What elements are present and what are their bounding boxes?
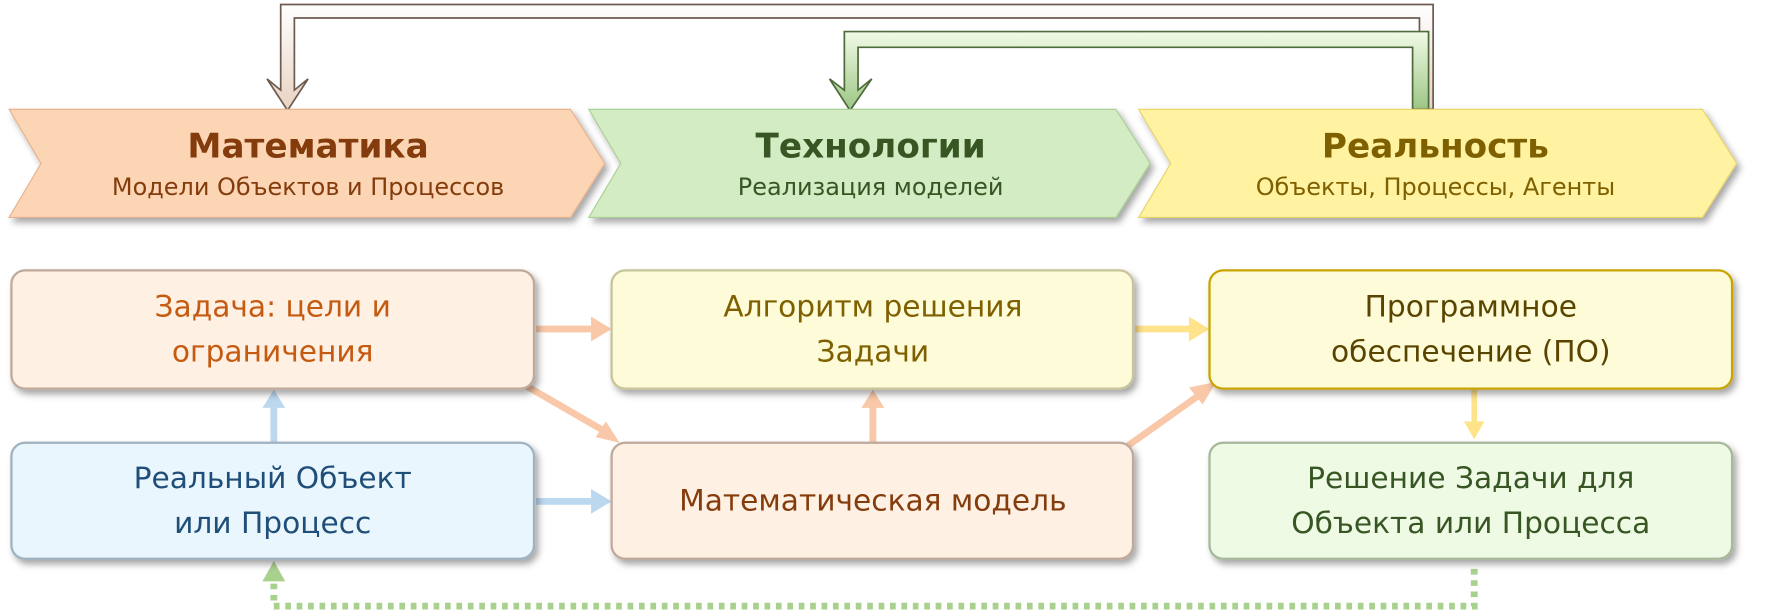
stage-math-title: Математика — [187, 127, 428, 167]
algorithm-line1: Алгоритм решения — [723, 290, 1022, 324]
math-model-text: Математическая модель — [679, 484, 1067, 518]
connectors — [262, 316, 1485, 610]
stage-reality-title: Реальность — [1322, 127, 1549, 167]
software-line2: обеспечение (ПО) — [1331, 335, 1611, 369]
task-line2: ограничения — [172, 335, 374, 369]
software-line1: Программное — [1365, 290, 1577, 324]
task-box — [10, 269, 536, 390]
real-object-line2: или Процесс — [174, 506, 371, 540]
solution-line1: Решение Задачи для — [1307, 461, 1634, 495]
stage-tech-title: Технологии — [756, 127, 986, 167]
stage-reality-chevron — [1137, 108, 1738, 218]
algorithm-line2: Задачи — [817, 335, 930, 369]
solution-line2: Объекта или Процесса — [1291, 506, 1650, 540]
task-line1: Задача: цели и — [155, 290, 391, 324]
stage-math-subtitle: Модели Объектов и Процессов — [112, 173, 504, 201]
solution-box — [1208, 441, 1734, 560]
stage-math-chevron — [8, 108, 606, 218]
real-object-line1: Реальный Объект — [134, 461, 412, 495]
stage-tech-subtitle: Реализация моделей — [738, 173, 1004, 201]
feedback-arrow-reality-to-tech — [828, 30, 1430, 112]
math-model-box — [610, 441, 1135, 560]
feedback-arrow-reality-to-math — [266, 3, 1434, 112]
algorithm-box — [610, 269, 1135, 390]
real-object-box — [10, 441, 536, 560]
stage-tech-chevron — [587, 108, 1151, 218]
stage-reality-subtitle: Объекты, Процессы, Агенты — [1256, 173, 1615, 201]
software-box — [1208, 269, 1734, 390]
